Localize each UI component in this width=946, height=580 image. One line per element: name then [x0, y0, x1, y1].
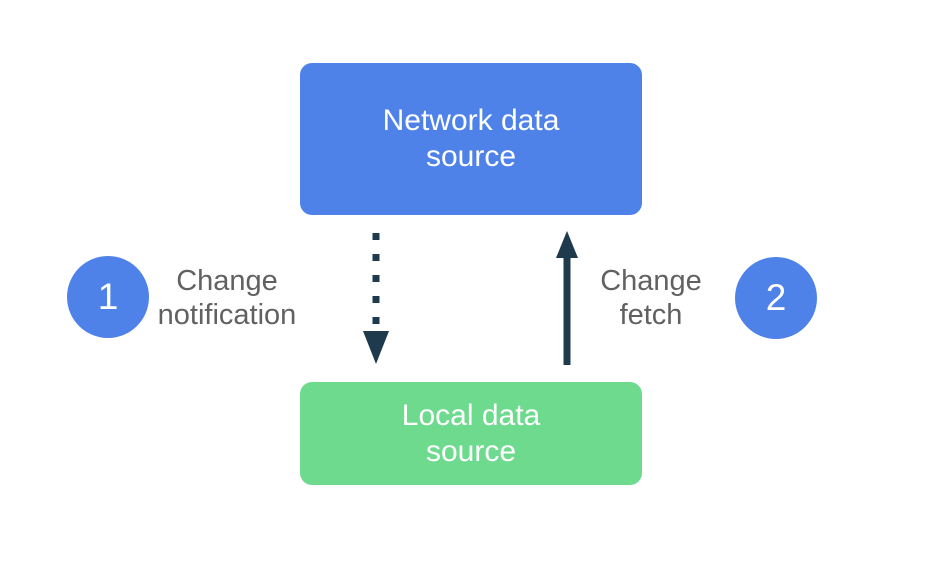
change-fetch-label-line1: Change	[600, 265, 702, 297]
change-notification-label: Change notification	[117, 264, 337, 332]
step-2-badge: 2	[735, 257, 817, 339]
network-data-source-node: Network data source	[300, 63, 642, 215]
local-node-label-line1: Local data	[401, 398, 541, 432]
network-node-label-line1: Network data	[382, 104, 560, 137]
network-node-label-line2: source	[425, 140, 517, 173]
change-notification-label-line1: Change	[176, 265, 278, 297]
local-node-label-line2: source	[425, 434, 517, 468]
step-2-number: 2	[765, 277, 787, 318]
change-fetch-label: Change fetch	[541, 264, 761, 332]
change-notification-arrow-down-icon	[363, 233, 389, 364]
local-data-source-node: Local data source	[300, 382, 642, 485]
change-fetch-label-line2: fetch	[619, 299, 683, 331]
change-notification-label-line2: notification	[157, 299, 297, 331]
step-1-number: 1	[97, 276, 119, 317]
step-1-badge: 1	[67, 256, 149, 338]
